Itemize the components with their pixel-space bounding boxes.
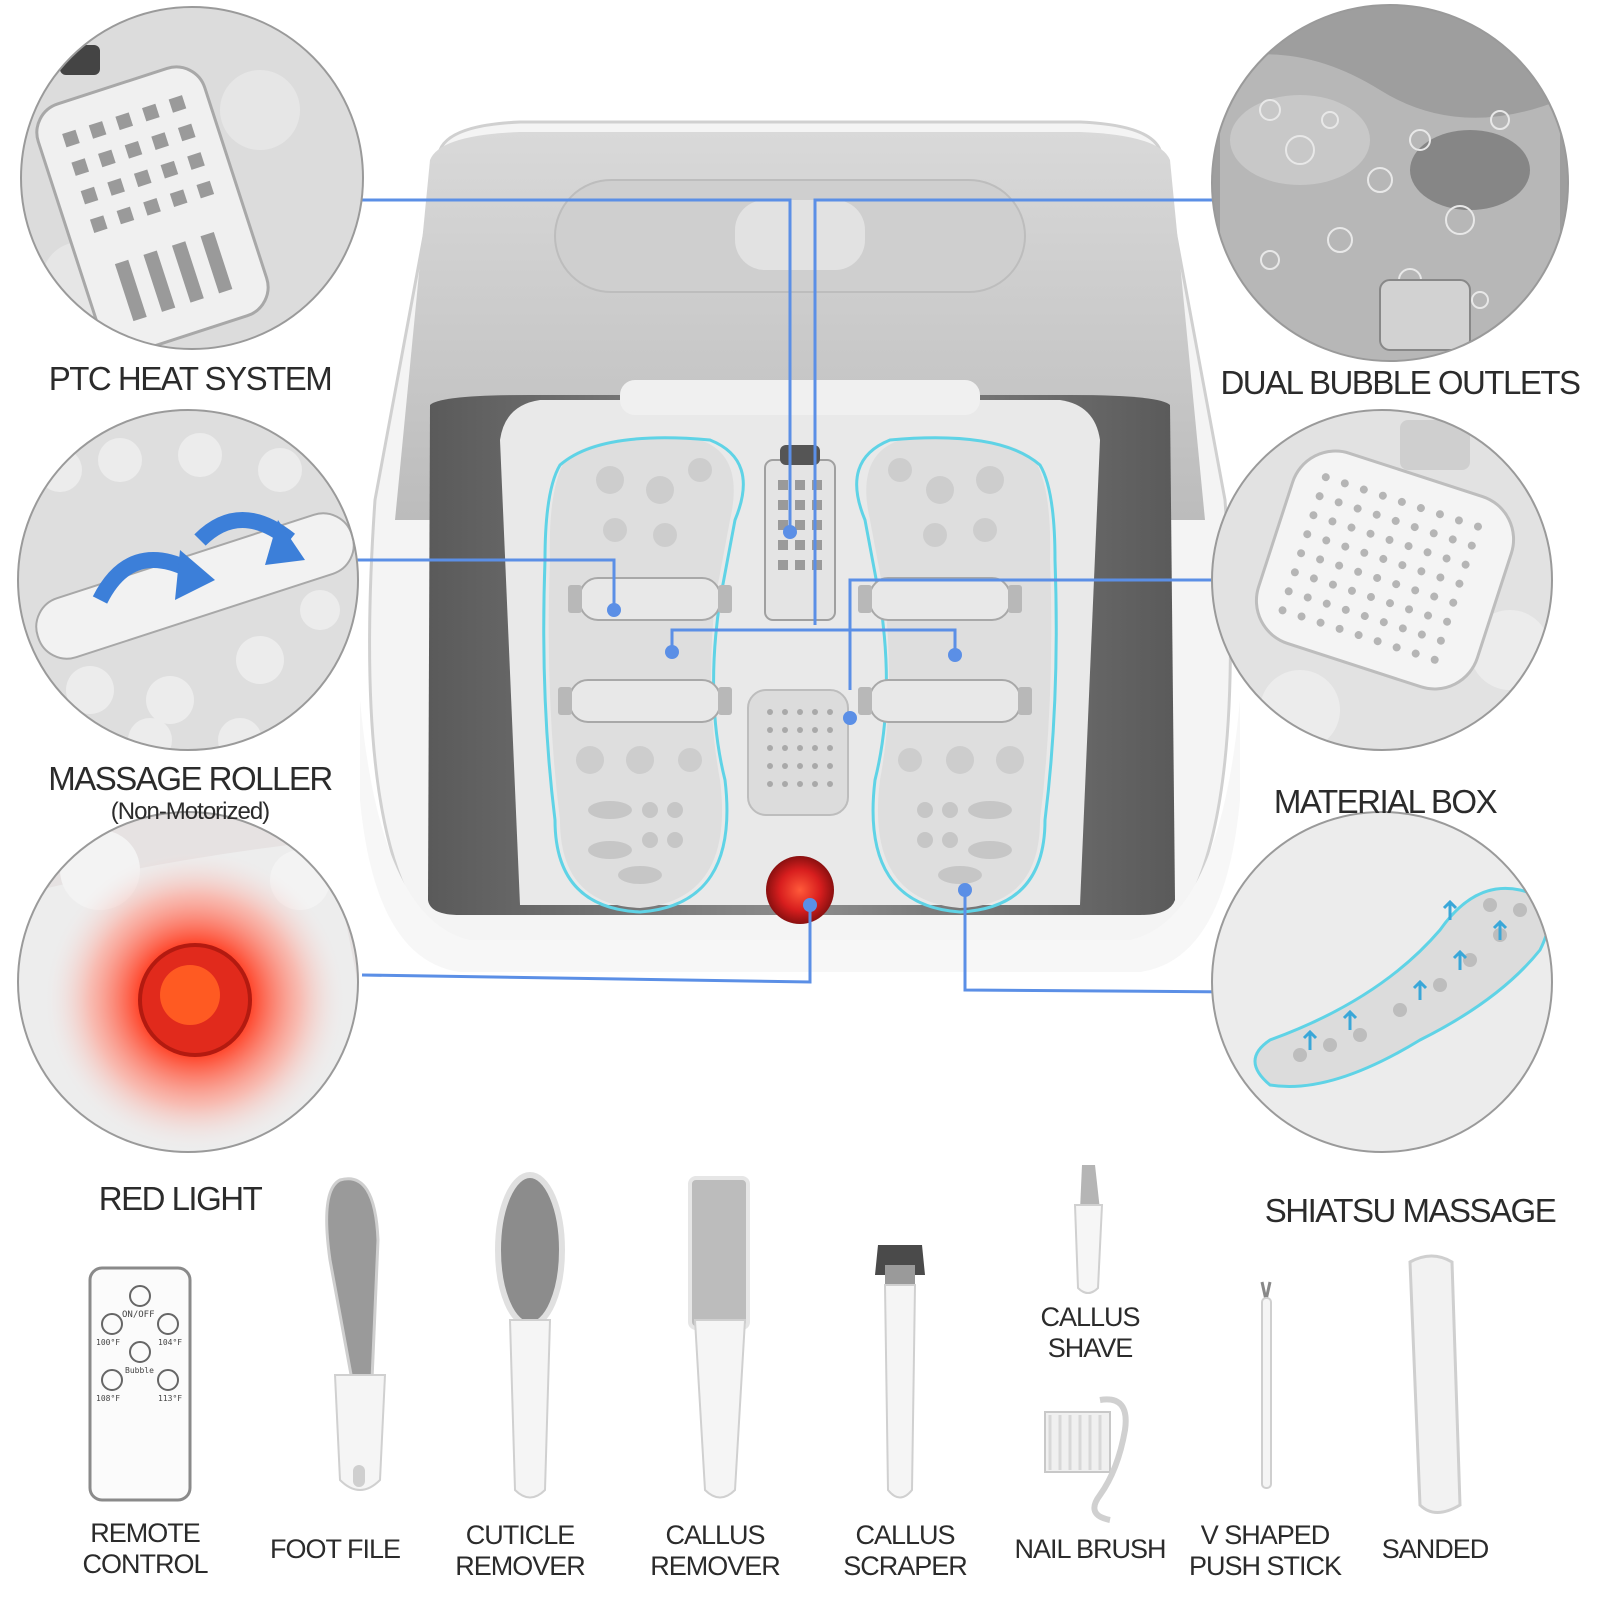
remote-104-text: 104°F bbox=[158, 1338, 183, 1347]
dual-bubble-label: DUAL BUBBLE OUTLETS bbox=[1220, 364, 1581, 401]
remote-100-text: 100°F bbox=[96, 1338, 121, 1347]
massage-roller-label: MASSAGE ROLLER bbox=[48, 760, 333, 797]
sanded-label: SANDED bbox=[1381, 1534, 1490, 1564]
ptc-heat-circle bbox=[21, 7, 363, 349]
remote-control-image bbox=[88, 1266, 192, 1502]
v-push-stick-image bbox=[1260, 1281, 1272, 1489]
remote-113-text: 113°F bbox=[158, 1394, 183, 1403]
red-light-lamp bbox=[766, 856, 834, 924]
dual-bubble-circle bbox=[1212, 5, 1568, 361]
massage-roller-circle bbox=[18, 410, 358, 750]
nail-brush-label: NAIL BRUSH bbox=[1014, 1534, 1166, 1564]
right-foot-tray bbox=[855, 436, 1058, 914]
material-box-label: MATERIAL BOX bbox=[1273, 783, 1498, 820]
remote-bubble-text: Bubble bbox=[125, 1366, 154, 1375]
material-box-circle bbox=[1212, 410, 1552, 750]
red-light-label: RED LIGHT bbox=[98, 1180, 263, 1217]
shiatsu-circle bbox=[1212, 812, 1552, 1152]
foot-file-image bbox=[325, 1177, 387, 1491]
left-foot-tray bbox=[542, 436, 745, 914]
callus-remover-image bbox=[688, 1176, 750, 1499]
foot-file-label: FOOT FILE bbox=[269, 1534, 401, 1564]
remote-108-text: 108°F bbox=[96, 1394, 121, 1403]
callus-shave-image bbox=[1073, 1165, 1104, 1294]
cuticle-remover-image bbox=[495, 1172, 565, 1499]
massage-roller-note: (Non-Motorized) bbox=[110, 798, 270, 825]
red-light-circle bbox=[18, 812, 358, 1152]
remote-onoff-text: ON/OFF bbox=[122, 1310, 155, 1320]
ptc-heat-label: PTC HEAT SYSTEM bbox=[48, 360, 333, 397]
sanded-file-image bbox=[1408, 1254, 1462, 1514]
callus-scraper-image bbox=[875, 1245, 925, 1499]
nail-brush-image bbox=[1044, 1396, 1129, 1523]
shiatsu-label: SHIATSU MASSAGE bbox=[1264, 1192, 1557, 1229]
